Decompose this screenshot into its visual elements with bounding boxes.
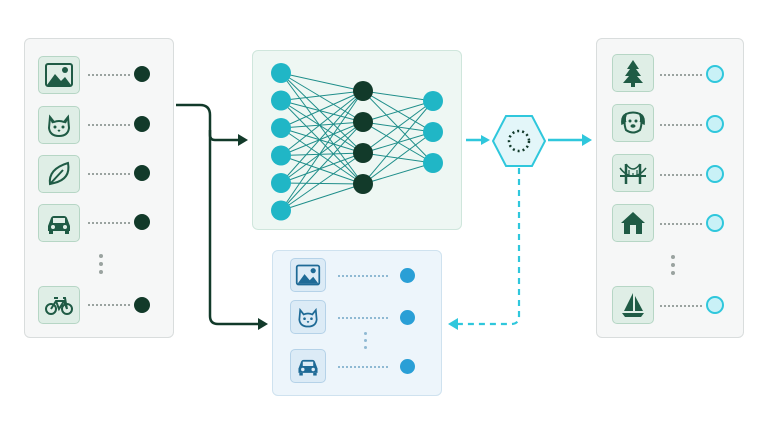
network-edge [362,100,434,154]
target-node [706,165,724,183]
cat-icon [38,106,80,144]
source-node [134,66,150,82]
new-dataset-node [400,268,415,283]
leaf-icon [38,155,80,193]
network-edge [280,152,364,156]
input-node [271,90,291,111]
hidden-node [353,174,373,194]
connector-line [338,317,388,319]
network-edge [280,90,364,211]
new-dataset-node [400,359,415,374]
network-edge [280,100,364,123]
network-edge [280,127,364,154]
bridge-icon [612,154,654,192]
cat-icon [290,300,326,334]
network-edge [362,100,434,185]
network-edge [362,90,434,102]
network-edge [280,182,364,185]
car-icon [38,204,80,242]
neural-network-graph [271,63,443,221]
input-node [271,63,291,83]
network-edge [280,90,364,129]
hidden-node [353,81,373,101]
ellipsis-vertical [99,254,103,278]
connector-line [660,223,702,225]
hidden-node [353,112,373,132]
hidden-node [353,143,373,163]
network-edge [280,72,364,92]
ellipsis-vertical [364,332,368,353]
dog-icon [612,104,654,142]
network-edge [280,121,364,211]
output-node [423,153,443,173]
output-node [423,91,443,111]
connector-line [88,74,130,76]
target-node [706,65,724,83]
network-edge [280,100,364,185]
arrowhead-target [582,134,592,146]
sailboat-icon [612,286,654,324]
connector-line [88,124,130,126]
arrowhead-new-dataset [258,318,268,330]
source-node [134,116,150,132]
network-edge [362,131,434,185]
connector-line [338,275,388,277]
source-node [134,214,150,230]
arrow-to-network [176,103,240,142]
network-edge [280,100,364,154]
network-edge [280,90,364,101]
input-node [271,118,291,138]
bicycle-icon [38,286,80,324]
arrowhead-network [238,134,248,146]
source-node [134,297,150,313]
network-edge [280,72,364,154]
output-node [423,122,443,142]
hexagon-dotted-circle-icon [492,115,546,167]
network-edge [280,183,364,211]
network-edge [280,90,364,156]
network-edge [280,127,364,185]
connector-line [660,305,702,307]
car-icon [290,349,326,383]
target-node [706,115,724,133]
arrow-to-new-dataset [208,130,260,326]
arrowhead-return [448,318,458,330]
network-edge [280,155,364,185]
network-edge [362,100,434,123]
network-edge [280,121,364,156]
network-edge [280,90,364,184]
connector-line [338,366,388,368]
dashed-return-arrow [458,168,521,326]
connector-line [88,304,130,306]
input-node [271,173,291,193]
pine-tree-icon [612,54,654,92]
connector-line [660,174,702,176]
network-edge [280,121,364,129]
new-dataset-node [400,310,415,325]
arrowhead-hub [481,135,490,145]
ellipsis-vertical [671,255,675,279]
network-edge [280,152,364,211]
network-edge [280,72,364,185]
network-edge [280,152,364,184]
connector-line [660,124,702,126]
connector-line [88,222,130,224]
connector-line [88,173,130,175]
target-node [706,296,724,314]
network-edge [362,162,434,185]
input-node [271,145,291,166]
target-node [706,214,724,232]
input-node [271,200,291,221]
house-icon [612,204,654,242]
connector-line [660,74,702,76]
network-edge [280,72,364,123]
landscape-icon [38,56,80,94]
landscape-icon [290,258,326,292]
source-node [134,165,150,181]
neural-network-panel [252,50,462,230]
network-edge [280,121,364,184]
